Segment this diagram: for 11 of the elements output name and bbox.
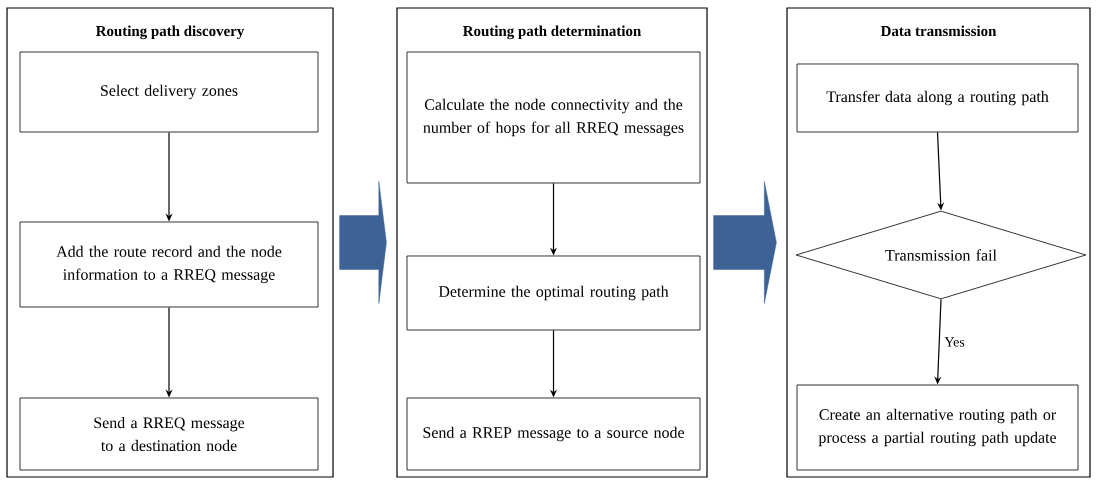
process-box: Add the route record and the node information to a RREQ message bbox=[19, 221, 319, 308]
process-box: Create an alternative routing path or process a partial routing path update bbox=[796, 384, 1079, 471]
process-box: Select delivery zones bbox=[19, 51, 319, 133]
process-arrow bbox=[339, 181, 387, 304]
process-box: Send a RREQ message to a destination node bbox=[19, 397, 319, 471]
edge-label: Yes bbox=[943, 336, 966, 348]
process-arrow bbox=[713, 181, 777, 304]
process-box: Send a RREP message to a source node bbox=[406, 397, 701, 471]
process-box: Determine the optimal routing path bbox=[406, 255, 701, 331]
process-box: Calculate the node connectivity and the number of hops for all RREQ messages bbox=[406, 51, 701, 184]
process-box: Transfer data along a routing path bbox=[796, 63, 1079, 133]
